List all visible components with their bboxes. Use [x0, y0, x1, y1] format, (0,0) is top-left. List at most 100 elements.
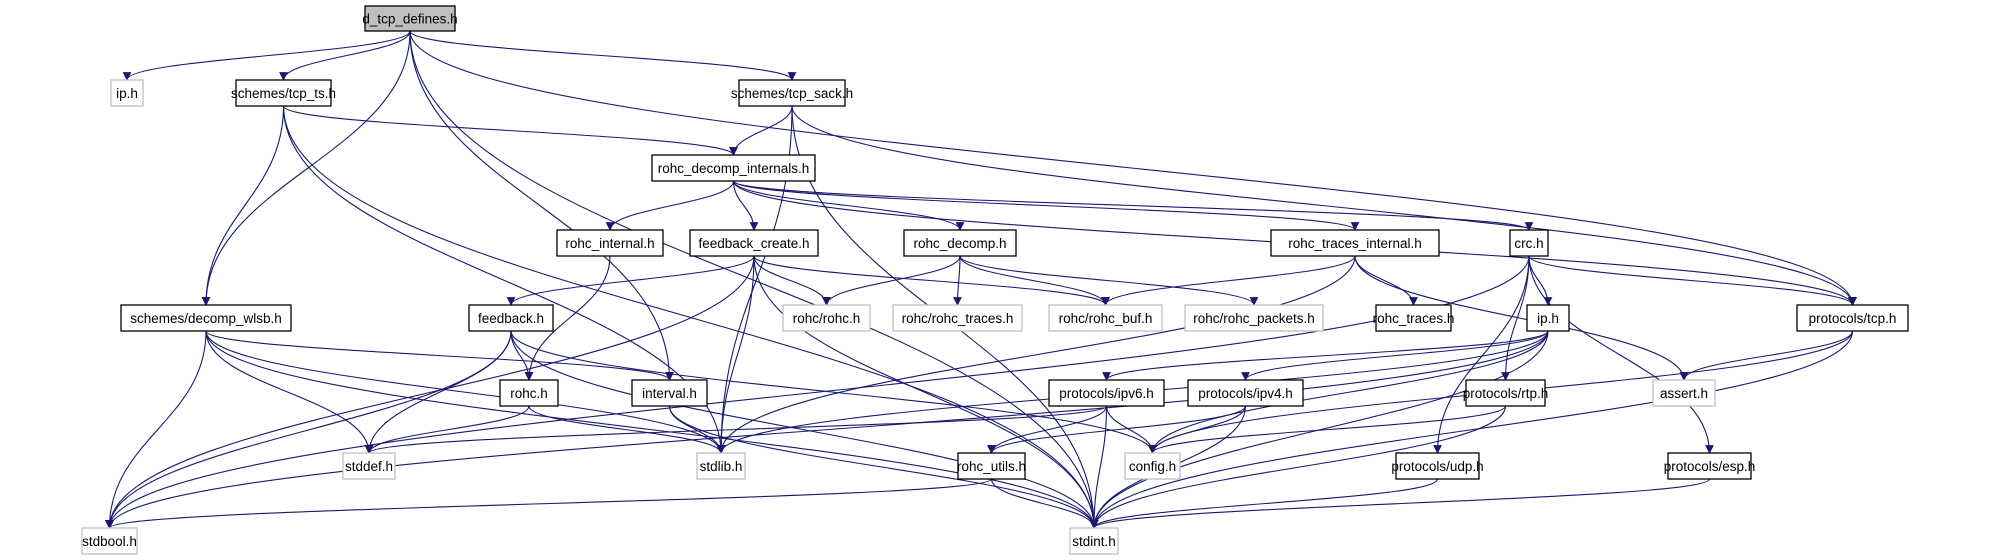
edge-protocols-ipv6-h-to-rohc-utils-h — [987, 405, 1108, 454]
node-box — [1526, 304, 1570, 332]
node-box — [1509, 229, 1549, 257]
node-stdbool-h: stdbool.h — [81, 527, 138, 555]
node-box — [1652, 379, 1716, 407]
node-protocols-rtp-h[interactable]: protocols/rtp.h — [1463, 379, 1549, 407]
node-schemes-tcp-ts-h[interactable]: schemes/tcp_ts.h — [231, 79, 336, 107]
node-schemes-decomp-wlsb-h[interactable]: schemes/decomp_wlsb.h — [120, 304, 292, 332]
node-label: rohc_decomp.h — [913, 236, 1006, 251]
node-label: rohc_traces.h — [1373, 311, 1455, 326]
node-label: interval.h — [642, 386, 697, 401]
node-box — [782, 304, 871, 332]
node-stdint-h: stdint.h — [1069, 527, 1119, 555]
node-box — [1667, 452, 1752, 480]
edge-crc-h-to-protocols-udp-h — [1433, 255, 1530, 454]
node-box — [235, 79, 332, 107]
node-rohc-rohc-packets-h: rohc/rohc_packets.h — [1184, 304, 1324, 332]
edge-crc-h-to-ip-h — [1528, 255, 1553, 306]
node-interval-h[interactable]: interval.h — [631, 379, 708, 407]
edge-schemes-tcp-sack-h-to-rohc-decomp-internals-h — [729, 105, 793, 156]
node-protocols-udp-h[interactable]: protocols/udp.h — [1391, 452, 1484, 480]
edge-d-tcp-defines-h-to-protocols-tcp-h — [409, 30, 1857, 306]
edge-rohc-decomp-h-to-rohc-rohc-packets-h — [959, 255, 1259, 306]
node-schemes-tcp-sack-h[interactable]: schemes/tcp_sack.h — [731, 79, 853, 107]
node-label: rohc_traces_internal.h — [1288, 236, 1422, 251]
edge-feedback-create-h-to-stdint-h — [753, 255, 1099, 529]
node-box — [556, 229, 664, 257]
edge-rohc-utils-h-to-stdbool-h — [105, 478, 993, 529]
node-feedback-create-h[interactable]: feedback_create.h — [689, 229, 819, 257]
node-rohc-traces-h[interactable]: rohc_traces.h — [1373, 304, 1455, 332]
node-rohc-decomp-h[interactable]: rohc_decomp.h — [903, 229, 1017, 257]
node-box — [499, 379, 559, 407]
node-box — [110, 79, 144, 107]
node-box — [1184, 304, 1324, 332]
edge-rohc-h-to-stdlib-h — [528, 405, 726, 454]
edge-schemes-tcp-ts-h-to-schemes-decomp-wlsb-h — [201, 105, 285, 306]
node-label: rohc_decomp_internals.h — [658, 161, 810, 176]
node-label: ip.h — [1537, 311, 1559, 326]
node-rohc-internal-h[interactable]: rohc_internal.h — [556, 229, 664, 257]
node-label: protocols/udp.h — [1391, 459, 1483, 474]
edge-d-tcp-defines-h-to-interval-h — [409, 30, 674, 381]
node-box — [903, 229, 1017, 257]
node-label: stdlib.h — [700, 459, 743, 474]
node-box — [81, 527, 138, 555]
edge-feedback-h-to-config-h — [510, 330, 1157, 454]
edge-protocols-ipv6-h-to-stdint-h — [1089, 405, 1108, 529]
node-rohc-traces-internal-h[interactable]: rohc_traces_internal.h — [1270, 229, 1440, 257]
node-box — [696, 452, 746, 480]
edge-feedback-create-h-to-rohc-rohc-buf-h — [753, 255, 1110, 306]
node-rohc-utils-h[interactable]: rohc_utils.h — [957, 452, 1026, 480]
edge-rohc-decomp-internals-h-to-rohc-decomp-h — [732, 180, 965, 231]
node-label: stdbool.h — [82, 534, 137, 549]
edge-crc-h-to-protocols-tcp-h — [1528, 255, 1857, 306]
node-label: config.h — [1129, 459, 1176, 474]
node-rohc-rohc-h: rohc/rohc.h — [782, 304, 871, 332]
edge-protocols-rtp-h-to-stdint-h — [1089, 405, 1507, 529]
node-protocols-esp-h[interactable]: protocols/esp.h — [1664, 452, 1756, 480]
edge-d-tcp-defines-h-to-stdint-h — [409, 30, 1099, 529]
edge-rohc-decomp-h-to-rohc-rohc-traces-h — [953, 255, 962, 306]
node-rohc-h[interactable]: rohc.h — [499, 379, 559, 407]
edge-feedback-create-h-to-stdlib-h — [716, 255, 755, 454]
edge-schemes-decomp-wlsb-h-to-stdlib-h — [205, 330, 726, 454]
node-feedback-h[interactable]: feedback.h — [468, 304, 554, 332]
node-ip-h: ip.h — [110, 79, 144, 107]
edge-rohc-decomp-internals-h-to-rohc-traces-internal-h — [732, 180, 1360, 231]
node-label: rohc_utils.h — [957, 459, 1026, 474]
node-protocols-tcp-h[interactable]: protocols/tcp.h — [1796, 304, 1909, 332]
edge-d-tcp-defines-h-to-schemes-decomp-wlsb-h — [201, 30, 411, 306]
edge-d-tcp-defines-h-to-ip-h — [122, 30, 411, 81]
edge-rohc-decomp-h-to-rohc-rohc-buf-h — [959, 255, 1110, 306]
node-d-tcp-defines-h[interactable]: d_tcp_defines.h — [362, 5, 458, 32]
edge-rohc-traces-internal-h-to-rohc-rohc-buf-h — [1101, 255, 1356, 306]
node-label: schemes/tcp_sack.h — [731, 86, 853, 101]
edge-ip-h-to-protocols-ipv6-h — [1102, 330, 1549, 381]
edge-d-tcp-defines-h-to-schemes-tcp-ts-h — [279, 30, 411, 81]
edge-protocols-ipv6-h-to-stddef-h — [364, 405, 1108, 454]
node-box — [1465, 379, 1546, 407]
node-box — [1069, 527, 1119, 555]
edges-layer — [105, 30, 1857, 529]
edge-schemes-decomp-wlsb-h-to-stdbool-h — [105, 330, 207, 529]
node-label: feedback.h — [478, 311, 544, 326]
node-crc-h[interactable]: crc.h — [1509, 229, 1549, 257]
edge-interval-h-to-stdint-h — [668, 405, 1099, 529]
node-protocols-ipv4-h[interactable]: protocols/ipv4.h — [1187, 379, 1304, 407]
node-label: feedback_create.h — [698, 236, 809, 251]
node-protocols-ipv6-h[interactable]: protocols/ipv6.h — [1048, 379, 1165, 407]
node-label: protocols/rtp.h — [1463, 386, 1549, 401]
node-stddef-h: stddef.h — [342, 452, 396, 480]
edge-ip-h-to-stdint-h — [1089, 330, 1549, 529]
node-box — [468, 304, 554, 332]
node-label: schemes/decomp_wlsb.h — [130, 311, 282, 326]
node-box — [957, 452, 1026, 480]
node-ip-h-local[interactable]: ip.h — [1526, 304, 1570, 332]
node-box — [364, 5, 456, 32]
edge-protocols-rtp-h-to-config-h — [1148, 405, 1507, 454]
node-label: stdint.h — [1072, 534, 1116, 549]
node-rohc-decomp-internals-h[interactable]: rohc_decomp_internals.h — [651, 154, 816, 182]
edge-feedback-create-h-to-rohc-rohc-h — [753, 255, 831, 306]
node-rohc-rohc-traces-h: rohc/rohc_traces.h — [892, 304, 1023, 332]
